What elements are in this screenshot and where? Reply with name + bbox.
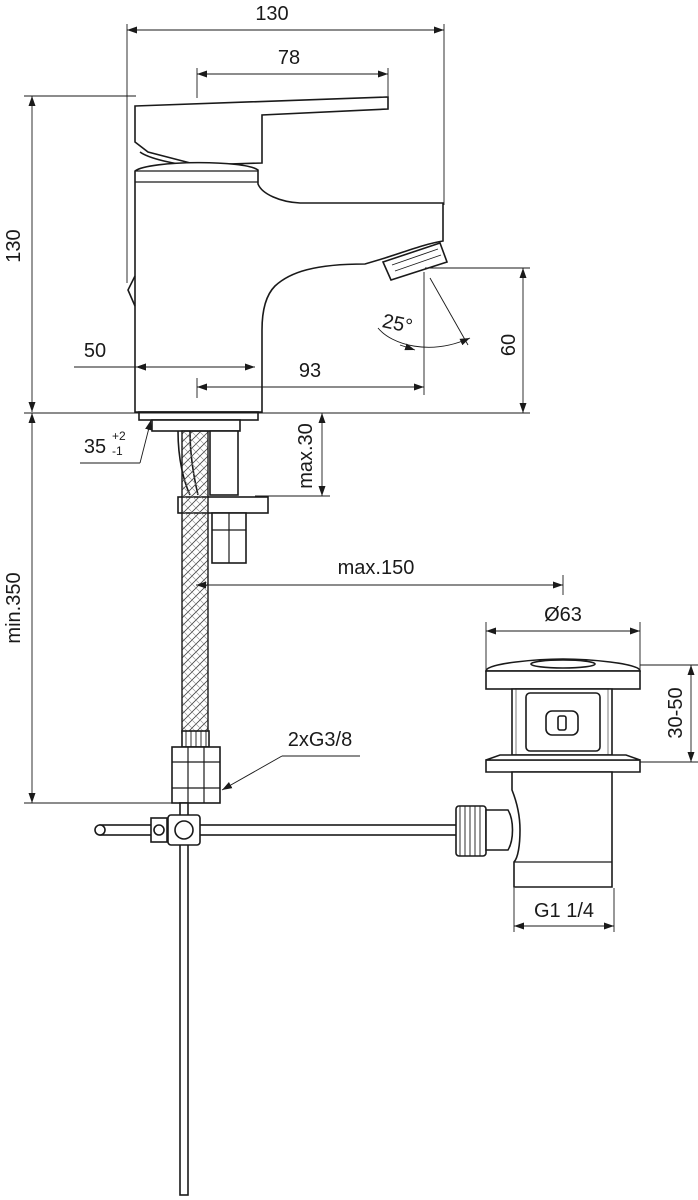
dim-max-deck: max.30 [295, 423, 317, 489]
dim-waste-height: 30-50 [665, 687, 687, 738]
dimension-labels: 130 78 130 50 93 25° 60 35 +2 -1 max.30 … [3, 3, 687, 922]
dim-waste-thread: G1 1/4 [534, 900, 594, 922]
dim-lever-length: 78 [278, 47, 300, 69]
faucet-body [134, 161, 444, 413]
dim-hole-diameter: 35 [84, 436, 106, 458]
dim-total-height: 130 [3, 229, 25, 262]
faucet [127, 96, 449, 432]
dim-body-depth: 50 [84, 340, 106, 362]
dim-spout-angle: 25° [380, 310, 414, 338]
dim-max-offset: max.150 [338, 557, 415, 579]
dim-spout-reach: 93 [299, 360, 321, 382]
mounting-assembly [94, 430, 459, 1196]
dim-waste-diameter: Ø63 [544, 604, 582, 626]
aerator [381, 241, 449, 281]
lever-handle [134, 96, 389, 166]
dimension-lines [24, 24, 698, 932]
dim-spout-height: 60 [498, 334, 520, 356]
dim-connection-thread: 2xG3/8 [288, 729, 352, 751]
pull-rod [179, 802, 189, 1196]
dim-hole-tol-minus: -1 [112, 444, 123, 458]
dim-hole-tol-plus: +2 [112, 429, 126, 443]
waste-assembly [455, 658, 641, 888]
braided-hose [181, 430, 209, 734]
dim-total-width: 130 [255, 3, 288, 25]
hose-connection-nut [171, 746, 221, 804]
dim-min-hose: min.350 [3, 572, 25, 643]
